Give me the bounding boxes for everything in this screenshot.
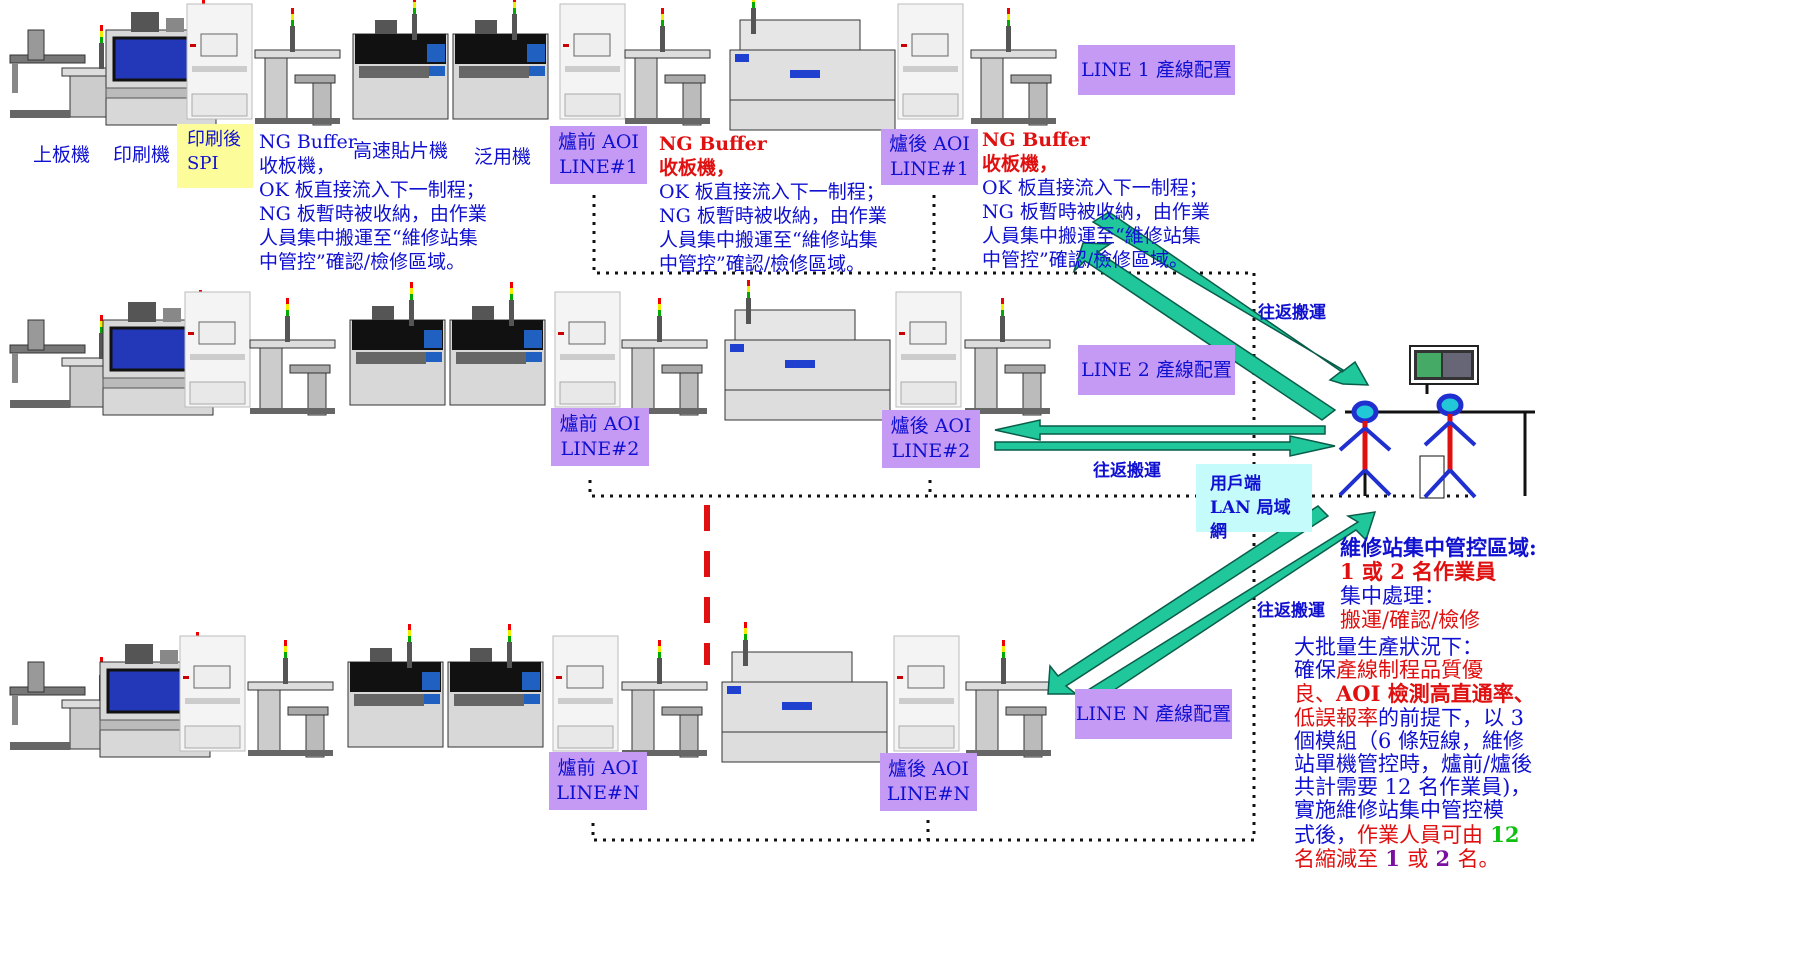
line1-pre-note: NG Buffer 收板機， OK 板直接流入下一制程； NG 板暫時被收納，由… bbox=[659, 132, 887, 276]
note-head: NG Buffer bbox=[982, 128, 1210, 152]
summary-line: 大批量生產狀況下： bbox=[1294, 636, 1550, 659]
note-head: 收板機， bbox=[982, 152, 1210, 176]
summary-highlight: 名縮減至 bbox=[1294, 847, 1378, 871]
summary-line: 名縮減至 1 或 2 名。 bbox=[1294, 847, 1550, 871]
aoi-line: LINE#1 bbox=[890, 157, 969, 182]
summary-line: 確保產線制程品質優 bbox=[1294, 659, 1550, 682]
summary-text: 大批量生產狀況下： 確保產線制程品質優 良、AOI 檢測高直通率、 低誤報率的前… bbox=[1294, 636, 1550, 871]
aoi-label: 爐前 AOI bbox=[560, 412, 641, 437]
aoi-line: LINE#2 bbox=[892, 439, 971, 464]
note-line: 人員集中搬運至“維修站集 bbox=[982, 224, 1210, 248]
summary-line: 良、AOI 檢測高直通率、 bbox=[1294, 682, 1550, 706]
station-description: 維修站集中管控區域: 1 或 2 名作業員 集中處理： 搬運/確認/檢修 bbox=[1340, 536, 1537, 632]
summary-highlight: 12 bbox=[1483, 822, 1520, 847]
note-line: NG 板暫時被收納，由作業 bbox=[982, 200, 1210, 224]
summary-highlight: 或 bbox=[1407, 847, 1428, 871]
summary-line: 式後，作業人員可由 12 bbox=[1294, 823, 1550, 847]
aoi-label: 爐前 AOI bbox=[558, 130, 639, 155]
summary-highlight: AOI 檢測高直通率、 bbox=[1336, 681, 1535, 706]
line2-pre-aoi-box: 爐前 AOI LINE#2 bbox=[551, 408, 649, 466]
note-line: OK 板直接流入下一制程； bbox=[259, 178, 487, 202]
aoi-line: LINE#N bbox=[556, 781, 639, 806]
aoi-label: 爐後 AOI bbox=[888, 757, 969, 782]
station-process: 搬運/確認/檢修 bbox=[1340, 608, 1537, 632]
lan-network-label: LAN 局域網 bbox=[1210, 496, 1298, 544]
note-line: OK 板直接流入下一制程； bbox=[659, 180, 887, 204]
summary-line: 共計需要 12 名作業員)， bbox=[1294, 776, 1550, 799]
note-line: 人員集中搬運至“維修站集 bbox=[659, 228, 887, 252]
line1-post-note: NG Buffer 收板機， OK 板直接流入下一制程； NG 板暫時被收納，由… bbox=[982, 128, 1210, 272]
note-line: NG 板暫時被收納，由作業 bbox=[659, 204, 887, 228]
note-line: 中管控”確認/檢修區域。 bbox=[982, 248, 1210, 272]
line2-machines bbox=[10, 280, 1050, 420]
aoi-line: LINE#2 bbox=[561, 437, 640, 462]
lineN-machines bbox=[10, 622, 1051, 762]
note-head: 收板機， bbox=[659, 156, 887, 180]
aoi-label: 爐前 AOI bbox=[558, 756, 639, 781]
note-line: 中管控”確認/檢修區域。 bbox=[259, 250, 487, 274]
aoi-line: LINE#1 bbox=[559, 155, 638, 180]
note-line: OK 板直接流入下一制程； bbox=[982, 176, 1210, 200]
summary-line: 實施維修站集中管控模 bbox=[1294, 799, 1550, 822]
summary-text-span: 的前提下，以 3 bbox=[1378, 706, 1524, 730]
summary-text-span: 式後， bbox=[1294, 823, 1357, 847]
label-spi-2: SPI bbox=[187, 152, 243, 176]
label-general: 泛用機 bbox=[474, 142, 531, 169]
transport-label-1: 往返搬運 bbox=[1258, 298, 1326, 323]
summary-highlight: 1 bbox=[1378, 846, 1407, 871]
line2-title-box: LINE 2 產線配置 bbox=[1078, 345, 1235, 395]
aoi-label: 爐後 AOI bbox=[891, 414, 972, 439]
note-head: NG Buffer bbox=[659, 132, 887, 156]
summary-text-span: 確保 bbox=[1294, 658, 1336, 682]
line1-pre-aoi-box: 爐前 AOI LINE#1 bbox=[550, 126, 647, 184]
aoi-line: LINE#N bbox=[887, 782, 970, 807]
note-line: 中管控”確認/檢修區域。 bbox=[659, 252, 887, 276]
station-title: 維修站集中管控區域: bbox=[1340, 536, 1537, 560]
label-spi-1: 印刷後 bbox=[187, 128, 243, 152]
station-process-label: 集中處理： bbox=[1340, 584, 1537, 608]
label-spi-box: 印刷後 SPI bbox=[177, 124, 253, 188]
line1-machines bbox=[10, 0, 1056, 130]
note-line: 人員集中搬運至“維修站集 bbox=[259, 226, 487, 250]
aoi-label: 爐後 AOI bbox=[889, 132, 970, 157]
summary-line: 站單機管控時，爐前/爐後 bbox=[1294, 753, 1550, 776]
label-loader: 上板機 bbox=[33, 140, 90, 167]
lan-box: 用戶端 LAN 局域網 bbox=[1196, 464, 1312, 532]
lineN-pre-aoi-box: 爐前 AOI LINE#N bbox=[549, 752, 647, 810]
summary-highlight: 低誤報率 bbox=[1294, 706, 1378, 730]
label-mounter: 高速貼片機 bbox=[353, 136, 448, 163]
lineN-post-aoi-box: 爐後 AOI LINE#N bbox=[880, 753, 977, 811]
summary-highlight: 名。 bbox=[1457, 847, 1499, 871]
summary-highlight: 作業人員可由 bbox=[1357, 823, 1483, 847]
transport-arrows bbox=[995, 212, 1375, 702]
summary-line: 個模組（6 條短線，維修 bbox=[1294, 730, 1550, 753]
summary-highlight: 2 bbox=[1428, 846, 1457, 871]
line1-title-box: LINE 1 產線配置 bbox=[1078, 45, 1235, 95]
summary-highlight: 產線制程品質優 bbox=[1336, 658, 1483, 682]
maintenance-station bbox=[1345, 346, 1535, 498]
line2-post-aoi-box: 爐後 AOI LINE#2 bbox=[882, 410, 980, 468]
transport-label-3: 往返搬運 bbox=[1257, 596, 1325, 621]
station-operators: 1 或 2 名作業員 bbox=[1340, 560, 1537, 584]
summary-highlight: 良、 bbox=[1294, 682, 1336, 706]
line1-post-aoi-box: 爐後 AOI LINE#1 bbox=[881, 129, 978, 185]
transport-label-2: 往返搬運 bbox=[1093, 456, 1161, 481]
label-printer: 印刷機 bbox=[113, 140, 170, 167]
lineN-title-box: LINE N 產線配置 bbox=[1075, 689, 1232, 739]
lan-label: 用戶端 bbox=[1210, 472, 1298, 496]
note-line: NG 板暫時被收納，由作業 bbox=[259, 202, 487, 226]
summary-line: 低誤報率的前提下，以 3 bbox=[1294, 707, 1550, 730]
